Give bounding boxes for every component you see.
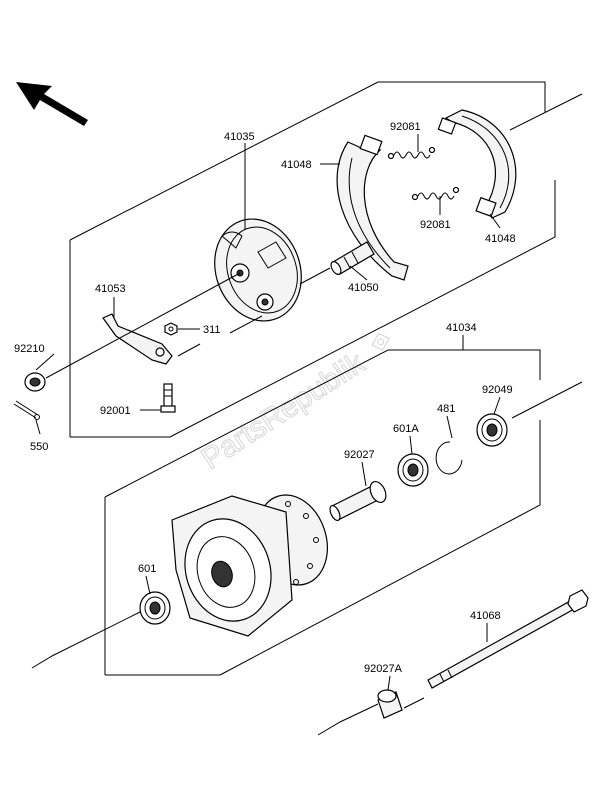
brake-assembly-frame [69, 81, 583, 438]
axle-nut-92210 [24, 372, 46, 392]
spring-upper [387, 146, 436, 160]
label-601a: 601A [393, 423, 419, 435]
label-41034: 41034 [446, 322, 477, 334]
label-92049: 92049 [482, 384, 513, 396]
upper-leaders [35, 134, 501, 435]
label-550: 550 [30, 441, 48, 453]
cotter-pin-550 [13, 400, 40, 420]
label-41053: 41053 [95, 283, 126, 295]
spacer-92027a [377, 689, 403, 719]
part-labels: 41035 41048 92081 92081 41048 41050 4105… [14, 121, 516, 675]
lower-leaders [145, 335, 501, 736]
brake-shoe-right [437, 109, 517, 219]
label-92081-lower: 92081 [420, 219, 451, 231]
brake-camshaft [330, 241, 375, 275]
label-41048-right: 41048 [485, 233, 516, 245]
label-41035: 41035 [224, 131, 255, 143]
spring-lower [411, 186, 460, 201]
oil-seal-92049 [476, 413, 508, 447]
label-92027a: 92027A [364, 663, 403, 675]
spacer-92027 [329, 481, 387, 522]
axle-41068 [427, 589, 589, 689]
circlip-481 [435, 441, 463, 475]
label-41048-left: 41048 [281, 159, 312, 171]
direction-arrow-icon [16, 82, 88, 126]
label-601: 601 [138, 563, 156, 575]
wheel-hub [171, 494, 328, 637]
label-481: 481 [437, 403, 455, 415]
label-41050: 41050 [348, 282, 379, 294]
label-92210: 92210 [14, 343, 45, 355]
brake-shoe-left [336, 134, 409, 281]
label-92081-upper: 92081 [390, 121, 421, 133]
bearing-601 [139, 591, 171, 625]
brake-lever [102, 313, 173, 365]
nut-311 [164, 322, 178, 336]
label-41068: 41068 [470, 610, 501, 622]
parts-republik-seal-icon [371, 332, 391, 351]
label-311: 311 [203, 324, 221, 336]
label-92027: 92027 [344, 449, 375, 461]
bearing-601a [397, 453, 429, 487]
hub-assembly-frame [31, 349, 583, 676]
brake-backing-plate [214, 218, 302, 322]
label-92001: 92001 [100, 405, 131, 417]
bolt-92001 [160, 383, 176, 413]
